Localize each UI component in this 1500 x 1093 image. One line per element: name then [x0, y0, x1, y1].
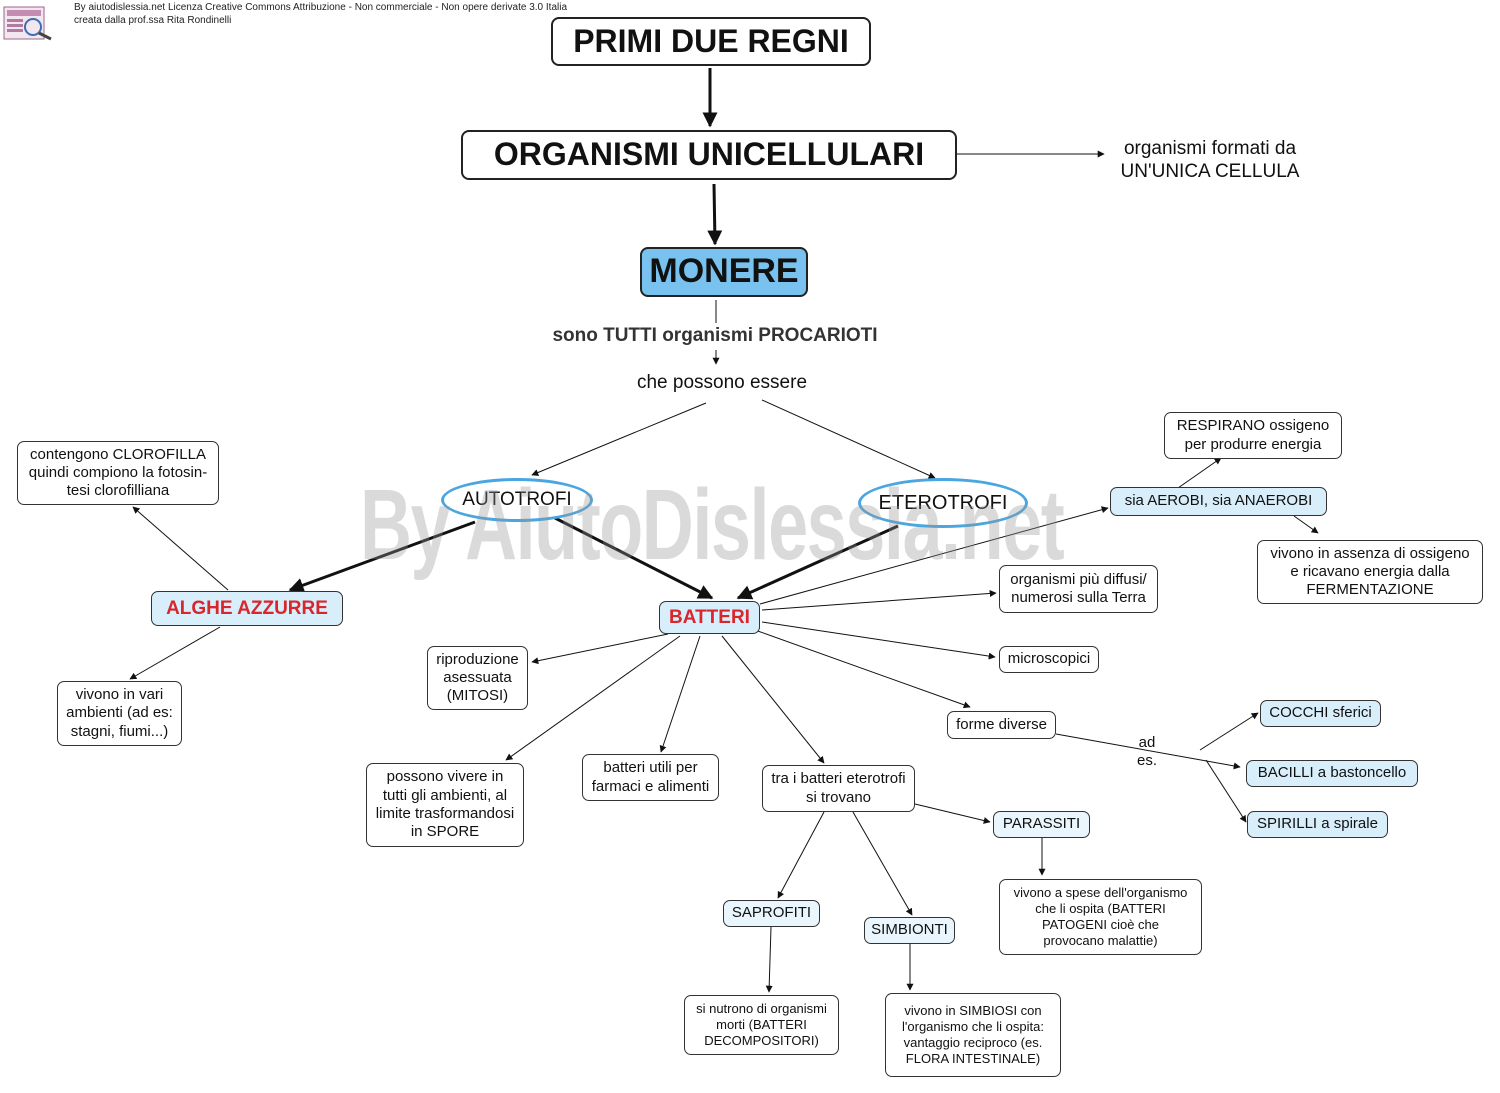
- node-aerobi: sia AEROBI, sia ANAEROBI: [1110, 487, 1327, 516]
- connector-arrow: [914, 803, 991, 824]
- node-parassiti-desc: vivono a spese dell'organismo che li osp…: [999, 879, 1202, 955]
- connector-arrow: [554, 516, 714, 600]
- node-monere: MONERE: [640, 247, 808, 297]
- node-procarioti: sono TUTTI organismi PROCARIOTI: [552, 325, 878, 347]
- connector-arrow: [1205, 759, 1247, 823]
- connector-arrow: [761, 589, 997, 611]
- node-forme: forme diverse: [947, 711, 1056, 739]
- connector-arrow: [1177, 457, 1222, 489]
- connector-arrow: [531, 633, 669, 665]
- connector-arrow: [707, 183, 723, 246]
- node-title: PRIMI DUE REGNI: [551, 17, 871, 66]
- connector-arrow: [759, 506, 1109, 605]
- node-clorofilla: contengono CLOROFILLA quindi compiono la…: [17, 441, 219, 505]
- node-riproduzione: riproduzione asessuata (MITOSI): [427, 646, 528, 710]
- node-simbionti-desc: vivono in SIMBIOSI con l'organismo che l…: [885, 993, 1061, 1077]
- node-unicellulari-def: organismi formati da UN'UNICA CELLULA: [1120, 137, 1300, 182]
- connector-arrow: [852, 811, 913, 916]
- connector-arrow: [754, 629, 971, 709]
- node-unicellulari: ORGANISMI UNICELLULARI: [461, 130, 957, 180]
- node-saprofiti: SAPROFITI: [723, 900, 820, 927]
- node-eterotrofi-batteri: tra i batteri eterotrofi si trovano: [762, 765, 915, 812]
- connector-arrow: [1055, 733, 1241, 770]
- license-text: By aiutodislessia.net Licenza Creative C…: [74, 2, 568, 13]
- node-utili: batteri utili per farmaci e alimenti: [582, 754, 719, 801]
- node-eterotrofi: ETEROTROFI: [858, 478, 1028, 528]
- node-microscopici: microscopici: [999, 646, 1099, 673]
- connector-arrow: [736, 524, 899, 600]
- node-diffusi: organismi più diffusi/ numerosi sulla Te…: [999, 565, 1158, 613]
- site-logo-icon: [3, 3, 57, 41]
- node-alghe: ALGHE AZZURRE: [151, 591, 343, 626]
- node-bacilli: BACILLI a bastoncello: [1246, 760, 1418, 787]
- connector-arrow: [761, 621, 996, 660]
- connector-arrow: [132, 506, 229, 591]
- connector-arrow: [129, 626, 221, 680]
- connector-arrow: [288, 520, 476, 593]
- connector-arrow: [777, 811, 825, 899]
- node-autotrofi: AUTOTROFI: [441, 478, 593, 522]
- connector-arrow: [765, 926, 773, 993]
- connector-arrow: [1293, 515, 1319, 534]
- node-fermentazione: vivono in assenza di ossigeno e ricavano…: [1257, 540, 1483, 604]
- node-saprofiti-desc: si nutrono di organismi morti (BATTERI D…: [684, 995, 839, 1055]
- node-ad-es: ad es.: [1136, 733, 1157, 769]
- node-possono-essere: che possono essere: [636, 372, 808, 394]
- connector-arrow: [1199, 712, 1259, 751]
- header-info: By aiutodislessia.net Licenza Creative C…: [74, 1, 567, 27]
- node-batteri: BATTERI: [659, 601, 760, 634]
- node-spirilli: SPIRILLI a spirale: [1247, 811, 1388, 838]
- connector-arrow: [531, 402, 707, 476]
- connector-arrow: [761, 399, 936, 479]
- author-text: creata dalla prof.ssa Rita Rondinelli: [74, 15, 232, 26]
- node-respirano: RESPIRANO ossigeno per produrre energia: [1164, 412, 1342, 459]
- node-spore: possono vivere in tutti gli ambienti, al…: [366, 763, 524, 847]
- node-simbionti: SIMBIONTI: [864, 917, 955, 944]
- connector-arrow: [505, 635, 681, 761]
- node-parassiti: PARASSITI: [993, 811, 1090, 838]
- node-ambienti: vivono in vari ambienti (ad es: stagni, …: [57, 681, 182, 746]
- node-cocchi: COCCHI sferici: [1260, 700, 1381, 727]
- connector-arrow: [721, 635, 825, 764]
- connector-arrow: [659, 635, 701, 753]
